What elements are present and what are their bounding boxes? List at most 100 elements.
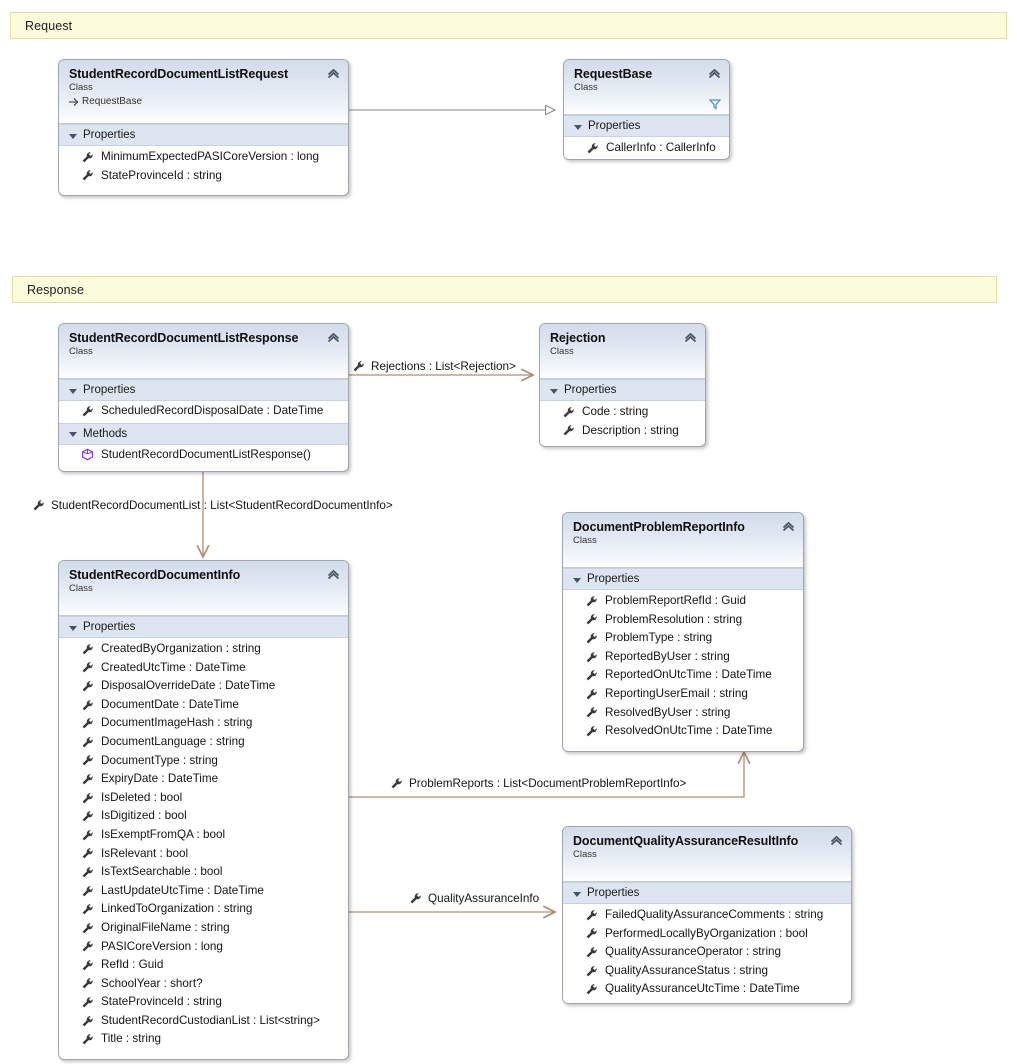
wrench-icon — [82, 941, 93, 952]
property-label: ReportedOnUtcTime : DateTime — [605, 668, 772, 682]
property-row[interactable]: StateProvinceId : string — [59, 167, 348, 186]
class-header: StudentRecordDocumentListResponse Class — [59, 324, 348, 379]
property-label: SchoolYear : short? — [101, 976, 203, 990]
property-row[interactable]: Code : string — [540, 403, 705, 422]
property-row[interactable]: ProblemType : string — [563, 629, 803, 648]
property-row[interactable]: LastUpdateUtcTime : DateTime — [59, 882, 348, 901]
chevron-up-icon[interactable] — [782, 520, 795, 533]
wrench-icon — [82, 978, 93, 989]
cube-icon — [82, 448, 93, 461]
property-row[interactable]: ResolvedByUser : string — [563, 704, 803, 723]
property-row[interactable]: ExpiryDate : DateTime — [59, 770, 348, 789]
association-label-problem-reports: ProblemReports : List<DocumentProblemRep… — [390, 777, 686, 790]
class-box-student-record-document-info[interactable]: StudentRecordDocumentInfo Class Properti… — [58, 560, 349, 1060]
property-row[interactable]: PASICoreVersion : long — [59, 938, 348, 957]
class-title: StudentRecordDocumentListResponse — [69, 331, 299, 345]
wrench-icon — [586, 707, 597, 718]
properties-section-header[interactable]: Properties — [540, 379, 705, 401]
property-row[interactable]: QualityAssuranceUtcTime : DateTime — [563, 980, 851, 999]
property-row[interactable]: CreatedByOrganization : string — [59, 640, 348, 659]
property-row[interactable]: QualityAssuranceOperator : string — [563, 943, 851, 962]
class-header: StudentRecordDocumentListRequest Class R… — [59, 60, 348, 124]
association-label-text: QualityAssuranceInfo — [428, 892, 540, 905]
property-row[interactable]: StudentRecordCustodianList : List<string… — [59, 1012, 348, 1031]
funnel-icon[interactable] — [709, 98, 721, 110]
property-row[interactable]: StateProvinceId : string — [59, 993, 348, 1012]
property-row[interactable]: DocumentType : string — [59, 752, 348, 771]
property-row[interactable]: ReportedOnUtcTime : DateTime — [563, 666, 803, 685]
chevron-up-icon[interactable] — [327, 568, 340, 581]
class-title: DocumentQualityAssuranceResultInfo — [573, 834, 799, 848]
property-row[interactable]: IsTextSearchable : bool — [59, 863, 348, 882]
property-label: StudentRecordCustodianList : List<string… — [101, 1013, 320, 1027]
chevron-up-icon[interactable] — [327, 67, 340, 80]
property-label: ScheduledRecordDisposalDate : DateTime — [101, 404, 324, 417]
property-row[interactable]: IsExemptFromQA : bool — [59, 826, 348, 845]
properties-section-header[interactable]: Properties — [59, 616, 348, 638]
property-row[interactable]: FailedQualityAssuranceComments : string — [563, 906, 851, 925]
wrench-icon — [586, 910, 597, 921]
class-title: RequestBase — [574, 67, 653, 81]
properties-section-label: Properties — [83, 621, 136, 633]
class-stereotype: Class — [573, 535, 597, 546]
property-row[interactable]: IsDigitized : bool — [59, 807, 348, 826]
class-box-request-base[interactable]: RequestBase Class Properties CallerInfo … — [563, 59, 730, 160]
methods-section-header[interactable]: Methods — [59, 422, 348, 445]
property-row[interactable]: MinimumExpectedPASICoreVersion : long — [59, 148, 348, 167]
property-row[interactable]: RefId : Guid — [59, 956, 348, 975]
property-row[interactable]: ProblemReportRefId : Guid — [563, 592, 803, 611]
property-label: PASICoreVersion : long — [101, 939, 223, 953]
chevron-up-icon[interactable] — [708, 67, 721, 80]
method-row[interactable]: StudentRecordDocumentListResponse() — [59, 446, 348, 465]
properties-section-header[interactable]: Properties — [59, 379, 348, 401]
property-row[interactable]: DocumentDate : DateTime — [59, 696, 348, 715]
property-row[interactable]: QualityAssuranceStatus : string — [563, 962, 851, 981]
collapse-triangle-icon — [573, 577, 581, 583]
wrench-icon — [82, 170, 93, 181]
class-header: DocumentProblemReportInfo Class — [563, 513, 803, 568]
wrench-icon — [587, 143, 598, 154]
property-row[interactable]: ResolvedOnUtcTime : DateTime — [563, 722, 803, 741]
arrow-right-icon — [69, 98, 79, 106]
property-row[interactable]: CallerInfo : CallerInfo — [564, 139, 729, 158]
class-box-student-record-document-list-request[interactable]: StudentRecordDocumentListRequest Class R… — [58, 59, 349, 196]
property-row[interactable]: ReportingUserEmail : string — [563, 685, 803, 704]
property-row[interactable]: CreatedUtcTime : DateTime — [59, 659, 348, 678]
property-row[interactable]: IsDeleted : bool — [59, 789, 348, 808]
property-row[interactable]: PerformedLocallyByOrganization : bool — [563, 925, 851, 944]
property-row[interactable]: DocumentLanguage : string — [59, 733, 348, 752]
chevron-up-icon[interactable] — [327, 331, 340, 344]
chevron-up-icon[interactable] — [830, 834, 843, 847]
properties-section-header[interactable]: Properties — [564, 115, 729, 137]
property-row[interactable]: IsRelevant : bool — [59, 845, 348, 864]
wrench-icon — [410, 893, 421, 904]
chevron-up-icon[interactable] — [684, 331, 697, 344]
class-stereotype: Class — [573, 849, 597, 860]
property-row[interactable]: OriginalFileName : string — [59, 919, 348, 938]
class-box-document-quality-assurance-result-info[interactable]: DocumentQualityAssuranceResultInfo Class… — [562, 826, 852, 1004]
property-row[interactable]: LinkedToOrganization : string — [59, 900, 348, 919]
property-row[interactable]: DocumentImageHash : string — [59, 714, 348, 733]
property-label: Title : string — [101, 1032, 161, 1046]
class-box-rejection[interactable]: Rejection Class Properties Code : string — [539, 323, 706, 447]
class-stereotype: Class — [69, 346, 93, 357]
properties-section-header[interactable]: Properties — [563, 882, 851, 904]
class-box-student-record-document-list-response[interactable]: StudentRecordDocumentListResponse Class … — [58, 323, 349, 472]
properties-list: ScheduledRecordDisposalDate : DateTime — [59, 401, 348, 423]
property-label: ProblemReportRefId : Guid — [605, 594, 746, 607]
property-row[interactable]: Description : string — [540, 422, 705, 441]
property-row[interactable]: ScheduledRecordDisposalDate : DateTime — [59, 402, 348, 421]
wrench-icon — [586, 614, 597, 625]
property-row[interactable]: DisposalOverrideDate : DateTime — [59, 677, 348, 696]
class-box-document-problem-report-info[interactable]: DocumentProblemReportInfo Class Properti… — [562, 512, 804, 752]
property-row[interactable]: ProblemResolution : string — [563, 611, 803, 630]
property-label: DisposalOverrideDate : DateTime — [101, 679, 276, 693]
wrench-icon — [82, 923, 93, 934]
property-row[interactable]: Title : string — [59, 1030, 348, 1049]
property-row[interactable]: ReportedByUser : string — [563, 648, 803, 667]
properties-section-header[interactable]: Properties — [59, 124, 348, 146]
property-row[interactable]: SchoolYear : short? — [59, 975, 348, 994]
properties-section-header[interactable]: Properties — [563, 568, 803, 590]
